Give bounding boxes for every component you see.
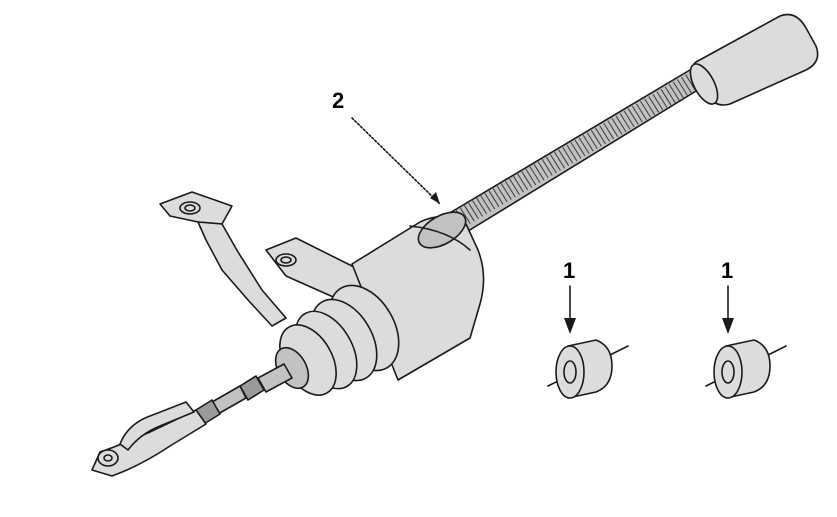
thread-line (590, 130, 602, 147)
thread-line (537, 161, 549, 179)
thread-line (500, 183, 512, 200)
thread-line (660, 88, 672, 106)
thread-line (496, 185, 508, 203)
thread-line (652, 93, 664, 111)
thread-line (627, 108, 639, 125)
spacer-right (705, 339, 787, 399)
spacer-right-callout-label: 1 (721, 258, 733, 283)
thread-line (586, 132, 598, 150)
plunger-rod (195, 363, 293, 425)
thread-line (484, 192, 496, 210)
thread-line (648, 96, 660, 113)
thread-line (623, 110, 635, 128)
thread-line (656, 91, 668, 108)
thread-line (517, 173, 529, 191)
thread-line (644, 98, 656, 116)
arrow-down-icon (722, 318, 734, 334)
thread-line (599, 125, 611, 142)
thread-line (640, 101, 651, 118)
thread-line (549, 154, 561, 171)
rod-callout-label: 2 (332, 88, 344, 113)
thread-line (509, 178, 520, 195)
thread-line (676, 79, 688, 96)
spacer-right-callout: 1 (721, 258, 734, 334)
thread-line (615, 115, 627, 133)
thread-line (459, 207, 471, 225)
thread-line (578, 137, 590, 154)
thread-line (525, 168, 537, 186)
rod-end-handle (689, 13, 819, 106)
thread-line (570, 142, 582, 159)
thread-line (582, 134, 594, 152)
thread-line (480, 195, 492, 212)
thread-line (562, 146, 574, 164)
thread-line (504, 180, 516, 198)
thread-line (468, 202, 479, 220)
thread-line (566, 144, 578, 162)
arrow-down-icon (564, 318, 576, 334)
thread-line (681, 76, 692, 94)
spacer-left-callout: 1 (563, 258, 576, 334)
spacer-left-callout-label: 1 (563, 258, 575, 283)
thread-line (595, 127, 606, 145)
thread-line (611, 117, 623, 135)
thread-line (541, 159, 553, 176)
thread-line (619, 113, 631, 130)
threaded-rod (447, 63, 715, 237)
thread-line (463, 205, 475, 222)
rod-callout: 2 (332, 88, 441, 205)
thread-line (607, 120, 619, 137)
thread-line (668, 84, 680, 101)
thread-line (664, 86, 676, 104)
thread-line (574, 139, 586, 157)
thread-line (631, 105, 643, 123)
thread-line (558, 149, 570, 166)
thread-line (476, 197, 488, 215)
clevis-fork (91, 401, 207, 477)
thread-line (513, 176, 524, 193)
spacer-left (547, 339, 629, 399)
thread-line (529, 166, 541, 183)
thread-line (488, 190, 500, 208)
thread-line (636, 103, 647, 120)
thread-line (603, 122, 615, 140)
thread-line (554, 151, 565, 169)
thread-line (472, 200, 484, 217)
thread-line (672, 81, 684, 99)
thread-line (521, 171, 533, 188)
thread-line (545, 156, 557, 174)
thread-line (533, 163, 545, 181)
thread-line (492, 188, 504, 205)
